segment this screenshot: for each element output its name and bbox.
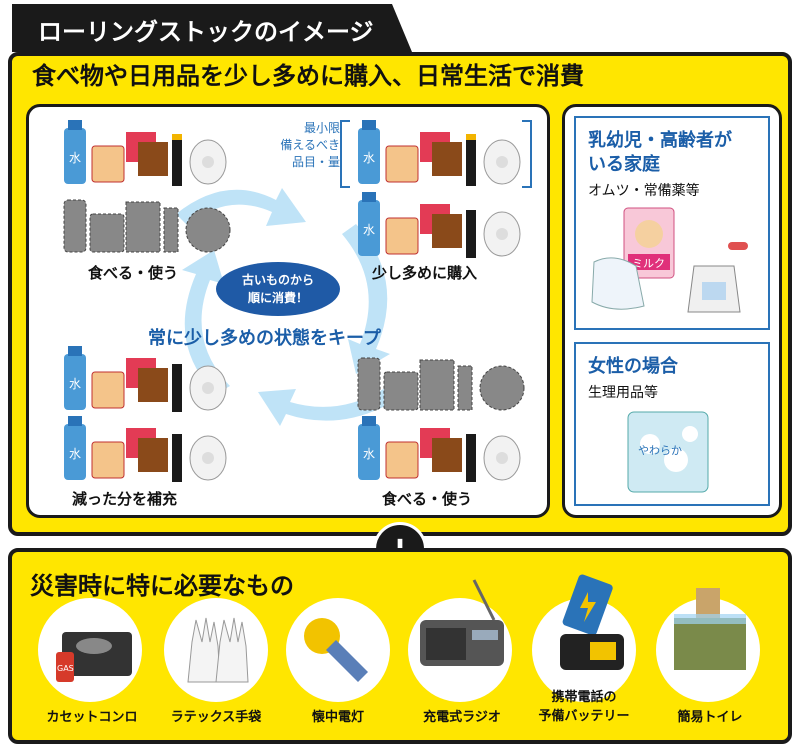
infant-elderly-title-2: いる家庭	[588, 154, 660, 175]
label-buy-more: 少し多めに購入	[372, 264, 478, 282]
bracket-right	[522, 120, 532, 188]
svg-text:水: 水	[363, 447, 375, 461]
svg-text:水: 水	[69, 151, 81, 165]
label-battery-line-1: 携帯電話の	[551, 690, 617, 705]
pad-package-label: やわらか	[638, 444, 682, 457]
latex-gloves-icon	[187, 617, 249, 683]
label-radio: 充電式ラジオ	[423, 710, 501, 725]
keep-stock-label: 常に少し多めの状態をキープ	[148, 328, 381, 349]
disaster-items-title: 災害時に特に必要なもの	[30, 572, 294, 600]
consume-oldest-oval: 古いものから 順に消費！	[216, 262, 340, 316]
flashlight-icon	[304, 618, 368, 682]
arrow-left-icon	[182, 250, 230, 394]
svg-text:水: 水	[363, 151, 375, 165]
milk-label: ミルク	[632, 257, 665, 270]
consumed-ghost-items-top	[63, 199, 231, 253]
gas-label: GAS	[57, 664, 74, 673]
label-eat-use-bottom: 食べる・使う	[382, 490, 473, 508]
sanitary-pads-icon: やわらか	[627, 411, 709, 493]
label-latex-gloves: ラテックス手袋	[170, 710, 262, 725]
svg-text:水: 水	[363, 223, 375, 237]
label-flashlight: 懐中電灯	[311, 710, 364, 725]
cycle-arrows	[176, 188, 406, 426]
arrow-right-icon	[342, 224, 390, 374]
arrow-bottom-icon	[258, 382, 406, 426]
spare-battery-icon	[560, 574, 624, 670]
min-note-line-3: 品目・量	[291, 155, 340, 169]
baby-supplies-icon: ミルク	[591, 207, 748, 313]
svg-text:水: 水	[69, 377, 81, 391]
consumed-ghost-items-bottom	[357, 357, 525, 411]
stock-items-bottom-left-1: 水	[64, 346, 227, 412]
radio-icon	[420, 579, 504, 666]
page-title: ローリングストックのイメージ	[12, 4, 412, 52]
infant-elderly-items: オムツ・常備薬等	[588, 183, 700, 199]
min-note-line-2: 備えるべき	[280, 138, 340, 152]
stock-items-bottom-right: 水	[358, 416, 521, 482]
label-cassette-stove: カセットコンロ	[46, 710, 138, 725]
cassette-stove-icon: GAS	[56, 632, 132, 682]
stock-items-top-left: 水	[64, 120, 227, 186]
stock-items-mid-right: 水	[358, 192, 521, 258]
portable-toilet-icon	[674, 588, 746, 670]
label-battery: 携帯電話の 予備バッテリー	[514, 686, 654, 724]
label-refill: 減った分を補充	[72, 490, 178, 508]
minimum-items-note: 最小限 備えるべき 品目・量	[268, 120, 340, 171]
infant-elderly-title-1: 乳幼児・高齢者が	[588, 130, 732, 151]
oval-line-1: 古いものから	[241, 273, 314, 287]
svg-text:水: 水	[69, 447, 81, 461]
arrow-top-icon	[176, 188, 306, 226]
label-portable-toilet: 簡易トイレ	[677, 710, 743, 725]
panel-subtitle: 食べ物や日用品を少し多めに購入、日常生活で消費	[32, 62, 584, 90]
label-eat-use-top: 食べる・使う	[88, 264, 179, 282]
women-title: 女性の場合	[588, 356, 678, 377]
women-items: 生理用品等	[588, 385, 658, 401]
bracket-left	[340, 120, 350, 188]
label-battery-line-2: 予備バッテリー	[538, 709, 630, 724]
min-note-line-1: 最小限	[303, 121, 340, 135]
oval-line-2: 順に消費！	[247, 291, 308, 305]
stock-items-top-right: 水	[358, 120, 521, 186]
stock-items-bottom-left-2: 水	[64, 416, 227, 482]
